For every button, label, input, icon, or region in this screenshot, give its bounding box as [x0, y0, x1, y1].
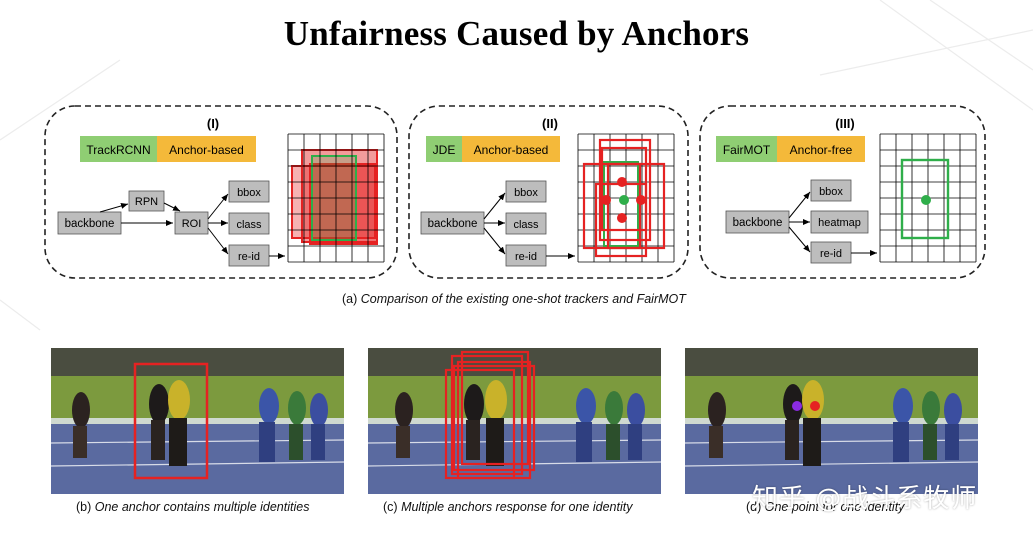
backbone-label: backbone [428, 218, 478, 230]
flow-arrows [99, 193, 285, 259]
photo-one-point-one-id [685, 348, 978, 494]
feature-grid [577, 133, 675, 263]
backbone-label: backbone [65, 218, 115, 230]
backbone-label: backbone [733, 217, 783, 229]
method-type-tag [462, 136, 560, 162]
method-name-label: TrackRCNN [86, 143, 150, 157]
method-type-label: Anchor-based [474, 143, 549, 157]
caption-b: (b) One anchor contains multiple identit… [76, 500, 309, 514]
caption-c-prefix: (c) [383, 500, 402, 514]
center-point-purple [792, 401, 802, 411]
panel-jde: (II) JDE Anchor-based backbone bbox clas… [408, 105, 689, 279]
flow-arrows [788, 191, 877, 256]
bbox-node [505, 180, 547, 203]
runner-figures [708, 380, 962, 466]
method-type-label: Anchor-based [169, 143, 244, 157]
caption-a: (a) Comparison of the existing one-shot … [342, 292, 686, 306]
anchor-boxes [444, 350, 536, 480]
center-point-red [810, 401, 820, 411]
reid-label: re-id [515, 251, 537, 263]
caption-b-prefix: (b) [76, 500, 95, 514]
bbox-node [810, 179, 852, 202]
heatmap-node [810, 210, 869, 234]
reid-label: re-id [238, 251, 260, 263]
panel-border [699, 105, 986, 279]
reid-label: re-id [820, 248, 842, 260]
method-type-label: Anchor-free [790, 143, 853, 157]
bbox-label: bbox [237, 187, 261, 199]
caption-c-text: Multiple anchors response for one identi… [401, 500, 633, 514]
caption-d-prefix: (d) [746, 500, 765, 514]
page-title: Unfairness Caused by Anchors [283, 14, 750, 53]
caption-a-prefix: (a) [342, 292, 361, 306]
feature-grid [287, 133, 385, 263]
bbox-label: bbox [819, 186, 843, 198]
panel-roman-label: (I) [207, 116, 219, 131]
runner-figures [72, 380, 328, 466]
flow-arrows [483, 192, 575, 259]
class-label: class [236, 219, 262, 231]
caption-a-text: Comparison of the existing one-shot trac… [360, 292, 686, 306]
method-name-label: JDE [433, 143, 456, 157]
method-type-tag [157, 136, 256, 162]
caption-d-text: One point for one identity [764, 500, 905, 514]
bbox-node [228, 180, 270, 203]
bbox-label: bbox [514, 187, 538, 199]
panel-border [44, 105, 398, 279]
caption-d: (d) One point for one identity [746, 500, 904, 514]
caption-b-text: One anchor contains multiple identities [94, 500, 310, 514]
runner-figures [395, 380, 645, 466]
rpn-label: RPN [135, 196, 158, 208]
method-type-tag [777, 136, 865, 162]
rpn-node [128, 190, 165, 212]
watermark-text: 知乎 @战斗系牧师 [752, 484, 978, 514]
panel-roman-label: (II) [542, 116, 558, 131]
method-name-tag [426, 136, 462, 162]
panel-border [408, 105, 689, 279]
panel-fairmot: (III) FairMOT Anchor-free backbone bbox … [699, 105, 986, 279]
method-name-tag [716, 136, 777, 162]
method-name-tag [80, 136, 157, 162]
caption-c: (c) Multiple anchors response for one id… [383, 500, 632, 514]
photo-multiple-anchors-one-id [368, 348, 661, 494]
class-node [505, 212, 547, 235]
panel-roman-label: (III) [835, 116, 855, 131]
roi-label: ROI [182, 218, 202, 230]
class-node [228, 212, 270, 235]
anchor-box [133, 362, 209, 480]
panel-trackrcnn: (I) TrackRCNN Anchor-based backbone RPN … [44, 105, 398, 279]
photo-one-anchor-multiple-ids [51, 348, 344, 494]
architecture-diagram: (I) TrackRCNN Anchor-based backbone RPN … [44, 105, 986, 279]
class-label: class [513, 219, 539, 231]
heatmap-label: heatmap [818, 217, 861, 229]
feature-grid [879, 133, 977, 263]
method-name-label: FairMOT [723, 143, 771, 157]
